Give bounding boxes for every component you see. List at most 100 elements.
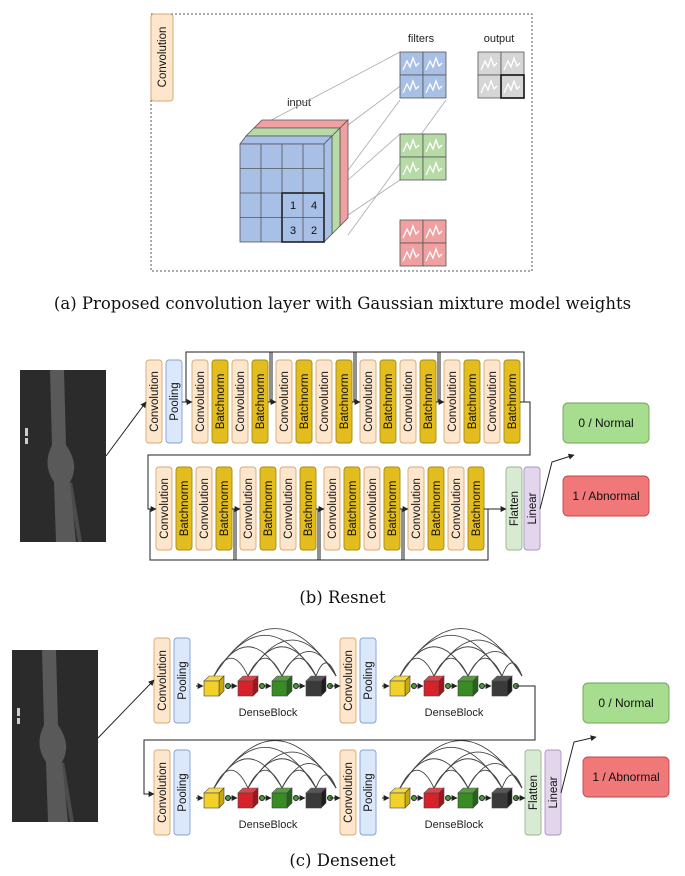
dense-connection-arc [467, 763, 523, 789]
connection-arrow [147, 401, 531, 512]
resnet-batchnorm: Batchnorm [335, 359, 353, 444]
caption-b: (b) Resnet [299, 588, 386, 607]
input-cube-red-layer [253, 119, 349, 227]
dense-connection-arc [281, 763, 337, 789]
densenet-pooling: Pooling [173, 749, 191, 836]
densenet-convolution: Convolution [153, 637, 171, 724]
svg-text:Batchnorm: Batchnorm [215, 374, 227, 430]
dense-connection-arc [213, 657, 249, 677]
dense-layer-cube [305, 675, 327, 697]
dense-junction-dot [411, 683, 417, 689]
svg-text:Convolution: Convolution [235, 371, 247, 432]
svg-text:Convolution: Convolution [327, 478, 339, 539]
kernel-window-highlight [281, 192, 325, 243]
dense-connection-arc [281, 651, 337, 677]
dense-layer-cube [491, 675, 513, 697]
dense-layer-cube [203, 787, 225, 809]
output-grid [477, 51, 525, 99]
resnet-batchnorm: Batchnorm [259, 466, 277, 551]
resnet-convolution: Convolution [279, 466, 297, 551]
resnet-batchnorm: Batchnorm [215, 466, 233, 551]
panel-a-frame [150, 13, 533, 272]
svg-text:Convolution: Convolution [367, 478, 379, 539]
svg-text:Batchnorm: Batchnorm [255, 374, 267, 430]
dense-layer-cube [237, 675, 259, 697]
dense-connection-arc [433, 657, 469, 677]
dense-connection-arc [247, 769, 283, 789]
dense-connection-arc [501, 662, 523, 677]
resnet-batchnorm: Batchnorm [503, 359, 521, 444]
cell-number-2: 2 [311, 225, 317, 237]
dense-junction-dot [445, 795, 451, 801]
filters-label: filters [408, 33, 435, 45]
svg-text:Batchnorm: Batchnorm [507, 374, 519, 430]
densenet-linear: Linear [544, 749, 562, 836]
dense-junction-dot [225, 683, 231, 689]
connection-arrow [143, 685, 536, 797]
dense-junction-dot [445, 683, 451, 689]
dense-junction-dot [259, 683, 265, 689]
resnet-batchnorm: Batchnorm [211, 359, 229, 444]
resnet-convolution: Convolution [447, 466, 465, 551]
svg-text:0 / Normal: 0 / Normal [578, 416, 633, 430]
dense-layer-cube [457, 675, 479, 697]
connection-arrow [539, 453, 575, 510]
connection-arrow [149, 509, 237, 561]
connection-arrow [560, 735, 597, 794]
resnet-batchnorm: Batchnorm [427, 466, 445, 551]
resnet-convolution: Convolution [155, 466, 173, 551]
svg-text:Linear: Linear [527, 492, 539, 524]
resnet-batchnorm: Batchnorm [295, 359, 313, 444]
dense-layer-cube [423, 675, 445, 697]
svg-text:Batchnorm: Batchnorm [387, 481, 399, 537]
resnet-convolution: Convolution [399, 359, 417, 444]
xray-bone-shape [25, 370, 82, 542]
resnet-batchnorm: Batchnorm [463, 359, 481, 444]
svg-text:Convolution: Convolution [159, 478, 171, 539]
resnet-batchnorm: Batchnorm [251, 359, 269, 444]
svg-text:Pooling: Pooling [363, 773, 375, 811]
svg-text:Convolution: Convolution [243, 478, 255, 539]
dense-junction-dot [293, 795, 299, 801]
densenet-pooling: Pooling [173, 637, 191, 724]
dense-junction-dot [411, 795, 417, 801]
densenet-convolution: Convolution [339, 749, 357, 836]
resnet-convolution: Convolution [231, 359, 249, 444]
svg-text:Pooling: Pooling [177, 773, 189, 811]
svg-text:Convolution: Convolution [279, 371, 291, 432]
denseblock-label: DenseBlock [239, 707, 298, 719]
resnet-batchnorm: Batchnorm [343, 466, 361, 551]
resnet-convolution: Convolution [315, 359, 333, 444]
connection-arrow [269, 351, 357, 402]
resnet-flatten: Flatten [505, 466, 523, 551]
resnet-convolution: Convolution [145, 359, 163, 444]
svg-text:Convolution: Convolution [343, 762, 355, 823]
resnet-batchnorm: Batchnorm [379, 359, 397, 444]
resnet-output-normal: 0 / Normal [562, 402, 650, 444]
svg-text:Batchnorm: Batchnorm [263, 481, 275, 537]
resnet-batchnorm: Batchnorm [299, 466, 317, 551]
dense-layer-cube [203, 675, 225, 697]
svg-text:1 / Abnormal: 1 / Abnormal [592, 770, 659, 784]
svg-text:Pooling: Pooling [177, 661, 189, 699]
svg-text:Convolution: Convolution [283, 478, 295, 539]
input-label: input [287, 97, 311, 109]
densenet-pooling: Pooling [359, 637, 377, 724]
caption-c: (c) Densenet [289, 851, 396, 870]
svg-text:Batchnorm: Batchnorm [471, 481, 483, 537]
resnet-output-abnormal: 1 / Abnormal [562, 475, 650, 517]
denseblock-label: DenseBlock [425, 707, 484, 719]
resnet-convolution: Convolution [359, 359, 377, 444]
resnet-batchnorm: Batchnorm [175, 466, 193, 551]
svg-text:Convolution: Convolution [403, 371, 415, 432]
svg-text:Batchnorm: Batchnorm [431, 481, 443, 537]
cell-number-4: 4 [311, 200, 317, 212]
svg-text:0 / Normal: 0 / Normal [598, 696, 653, 710]
dense-layer-cube [457, 787, 479, 809]
connection-arrow [437, 351, 525, 402]
dense-layer-cube [237, 787, 259, 809]
svg-text:Batchnorm: Batchnorm [339, 374, 351, 430]
output-cell-highlight [500, 74, 525, 99]
